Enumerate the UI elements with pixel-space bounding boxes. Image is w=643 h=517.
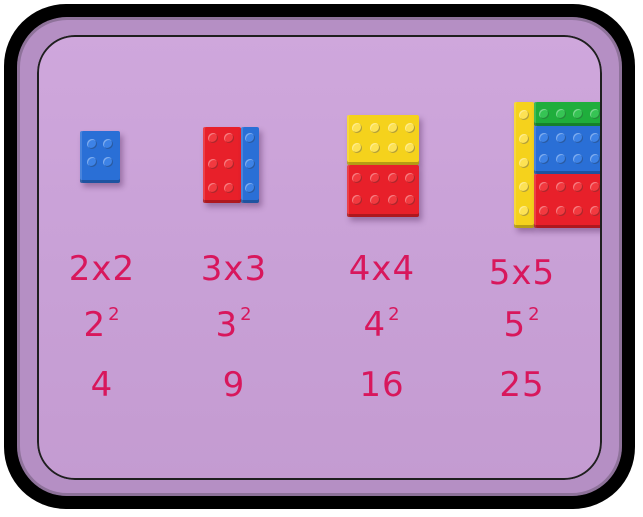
- stud: [573, 133, 583, 143]
- stud: [352, 195, 362, 205]
- stud: [519, 206, 529, 216]
- blue-brick: [534, 126, 602, 174]
- stud: [224, 183, 234, 193]
- stud: [590, 154, 600, 164]
- stud: [352, 173, 362, 183]
- blue-brick: [80, 131, 120, 183]
- red-brick: [203, 127, 241, 203]
- stud: [590, 109, 600, 119]
- product-label: 2x2: [37, 249, 167, 289]
- stud: [519, 134, 529, 144]
- result-label: 4: [37, 365, 167, 405]
- stud: [539, 206, 549, 216]
- stud: [405, 195, 415, 205]
- stud: [245, 159, 255, 169]
- power-base: 2: [83, 305, 106, 345]
- stud: [103, 139, 113, 149]
- stud: [539, 182, 549, 192]
- blue-brick: [241, 127, 259, 203]
- stud: [352, 123, 362, 133]
- yellow-brick: [347, 115, 419, 165]
- stud: [208, 159, 218, 169]
- stud: [370, 123, 380, 133]
- stud: [103, 157, 113, 167]
- product-label: 3x3: [169, 249, 299, 289]
- stud: [539, 154, 549, 164]
- stud: [245, 183, 255, 193]
- stud: [590, 133, 600, 143]
- power-base: 5: [503, 305, 526, 345]
- stud: [519, 158, 529, 168]
- stud: [590, 206, 600, 216]
- red-brick: [347, 165, 419, 217]
- power-base: 3: [215, 305, 238, 345]
- stud: [573, 109, 583, 119]
- stud: [245, 133, 255, 143]
- power-exponent: 2: [108, 304, 120, 325]
- stud: [573, 154, 583, 164]
- result-label: 25: [457, 365, 587, 405]
- red-brick: [534, 174, 602, 228]
- power-exponent: 2: [240, 304, 252, 325]
- stud: [370, 195, 380, 205]
- stud: [556, 133, 566, 143]
- power-exponent: 2: [388, 304, 400, 325]
- stud: [573, 182, 583, 192]
- stud: [224, 159, 234, 169]
- stud: [405, 143, 415, 153]
- stud: [556, 109, 566, 119]
- stud: [556, 206, 566, 216]
- stud: [224, 133, 234, 143]
- product-label: 4x4: [317, 249, 447, 289]
- green-brick: [534, 102, 602, 126]
- yellow-brick: [514, 102, 534, 228]
- stud: [539, 109, 549, 119]
- result-label: 16: [317, 365, 447, 405]
- stud: [519, 182, 529, 192]
- stud: [352, 143, 362, 153]
- stud: [405, 173, 415, 183]
- stud: [370, 143, 380, 153]
- stud: [556, 182, 566, 192]
- stud: [405, 123, 415, 133]
- stud: [370, 173, 380, 183]
- stud: [87, 157, 97, 167]
- stud: [388, 195, 398, 205]
- power-base: 4: [363, 305, 386, 345]
- stud: [590, 182, 600, 192]
- stud: [388, 143, 398, 153]
- stud: [388, 173, 398, 183]
- stud: [388, 123, 398, 133]
- stud: [539, 133, 549, 143]
- stud: [556, 154, 566, 164]
- stud: [208, 133, 218, 143]
- stud: [87, 139, 97, 149]
- product-label: 5x5: [457, 253, 587, 293]
- power-exponent: 2: [528, 304, 540, 325]
- stud: [208, 183, 218, 193]
- result-label: 9: [169, 365, 299, 405]
- stud: [573, 206, 583, 216]
- stud: [519, 110, 529, 120]
